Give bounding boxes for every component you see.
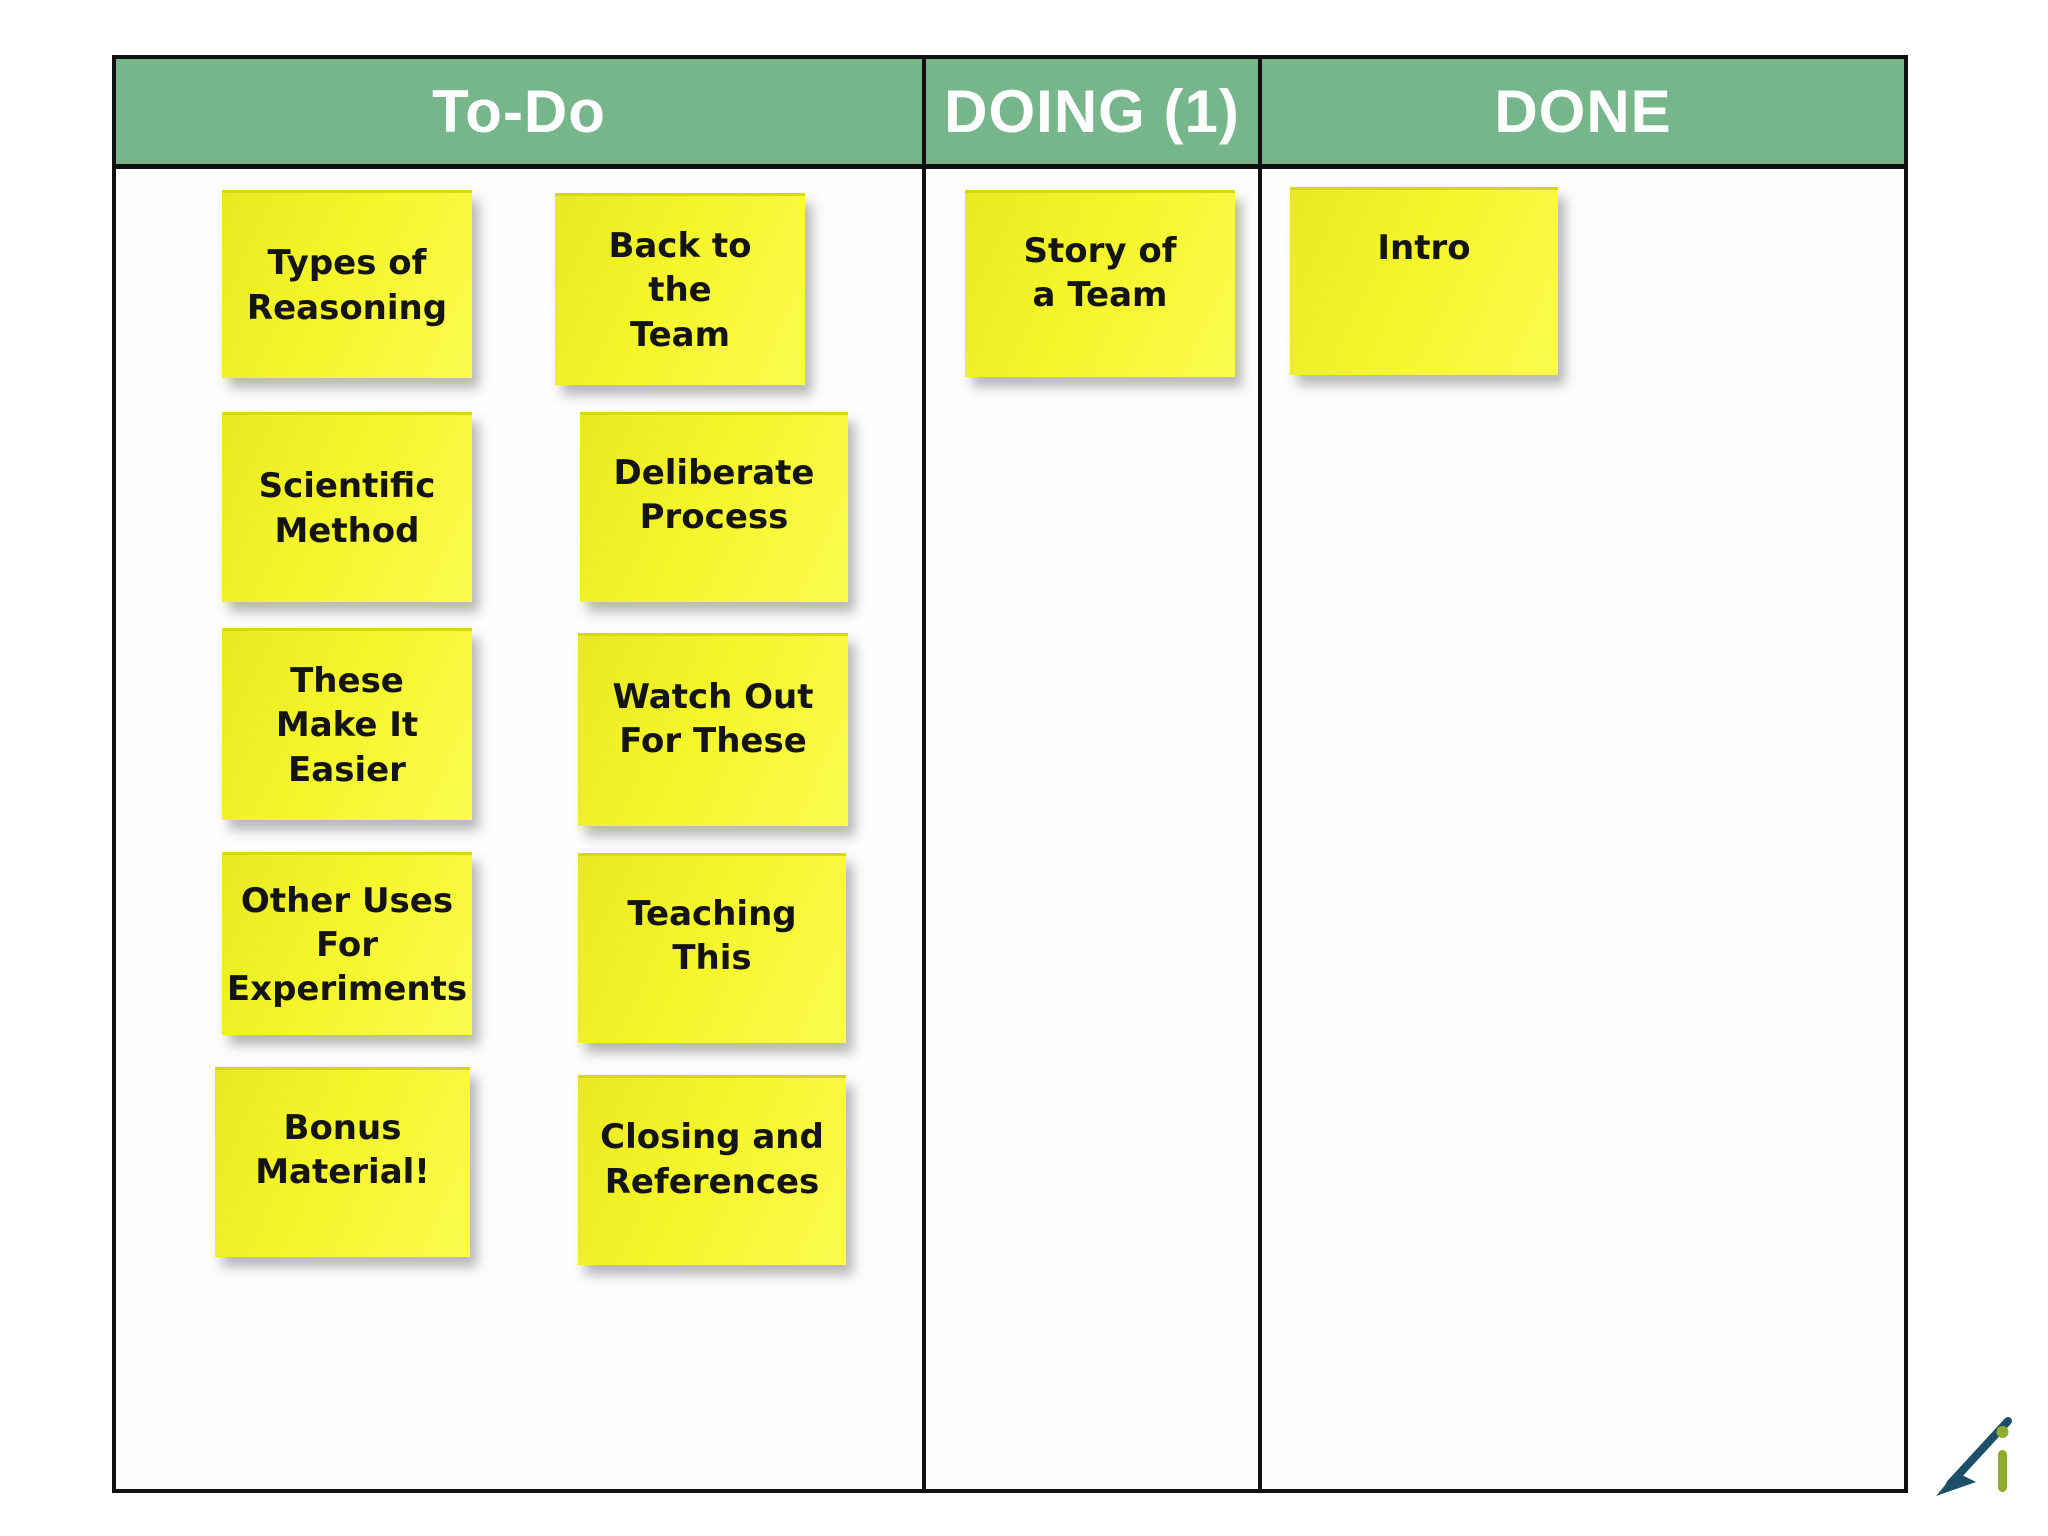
sticky-note-closing-and-references[interactable]: Closing and References xyxy=(578,1075,846,1265)
angle-i-logo xyxy=(1936,1417,2012,1496)
sticky-note-types-of-reasoning[interactable]: Types of Reasoning xyxy=(222,190,472,378)
kanban-table: To-Do DOING (1) DONE Types of Reasoning … xyxy=(112,55,1908,1493)
column-bodies xyxy=(116,169,1904,1489)
sticky-note-deliberate-process[interactable]: Deliberate Process xyxy=(580,412,848,602)
sticky-note-back-to-the-team[interactable]: Back to the Team xyxy=(555,193,805,385)
column-header-todo: To-Do xyxy=(116,59,926,164)
column-header-todo-label: To-Do xyxy=(432,78,606,145)
column-body-todo xyxy=(116,169,926,1489)
letter-i-icon xyxy=(1996,1426,2009,1492)
column-headers: To-Do DOING (1) DONE xyxy=(116,59,1904,169)
column-header-done-label: DONE xyxy=(1494,78,1672,145)
sticky-note-teaching-this[interactable]: Teaching This xyxy=(578,853,846,1043)
sticky-note-other-uses-for-experiments[interactable]: Other Uses For Experiments xyxy=(222,852,472,1035)
column-header-doing-label: DOING (1) xyxy=(944,78,1240,145)
sticky-note-watch-out-for-these[interactable]: Watch Out For These xyxy=(578,633,848,826)
column-header-doing: DOING (1) xyxy=(926,59,1262,164)
column-header-done: DONE xyxy=(1262,59,1904,164)
sticky-note-story-of-a-team[interactable]: Story of a Team xyxy=(965,190,1235,377)
sticky-note-intro[interactable]: Intro xyxy=(1290,187,1558,375)
column-body-doing xyxy=(926,169,1262,1489)
sticky-note-scientific-method[interactable]: Scientific Method xyxy=(222,412,472,602)
sticky-note-these-make-it-easier[interactable]: These Make It Easier xyxy=(222,628,472,820)
sticky-note-bonus-material[interactable]: Bonus Material! xyxy=(215,1067,470,1257)
